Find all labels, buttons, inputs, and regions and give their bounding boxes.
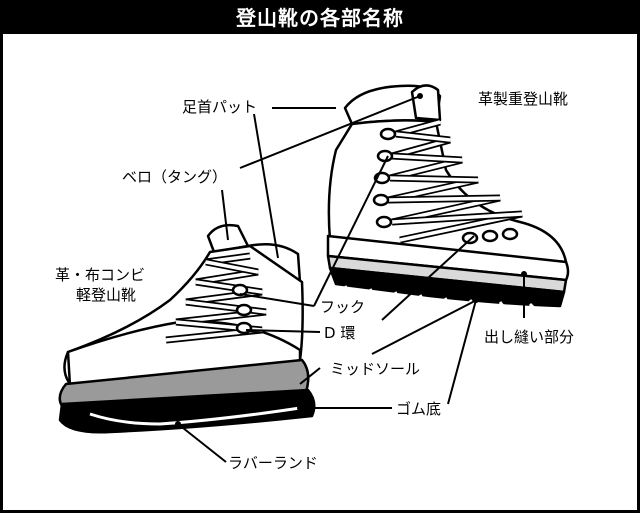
label-demi-sole: ミッドソール — [330, 360, 421, 378]
heavy-boot-tongue — [410, 84, 442, 122]
label-hook: フック — [320, 298, 366, 316]
leader-dots — [175, 93, 527, 427]
label-d-kan: D 環 — [324, 324, 356, 342]
leader-d-kan — [245, 329, 321, 333]
label-rubber-rand: ラバーランド — [228, 454, 318, 472]
heavy-boot-laces — [372, 118, 523, 245]
leader-bero-2 — [221, 189, 229, 241]
leader-ashikubi-pad-2 — [253, 113, 279, 259]
label-dashinui: 出し縫い部分 — [484, 328, 575, 346]
leader-bero — [239, 95, 421, 169]
label-ashikubi-pad: 足首パット — [182, 98, 258, 116]
leader-gomu-2 — [447, 299, 477, 405]
light-boot — [58, 223, 316, 434]
leader-d-kan-2 — [381, 235, 475, 321]
light-boot-laces — [165, 252, 267, 344]
leader-rubber-rand — [177, 423, 227, 463]
heavy-boot-outsole — [328, 266, 566, 308]
leader-hook — [239, 293, 315, 307]
leader-midsole — [299, 367, 321, 385]
label-kawa-nuno-line2: 軽登山靴 — [76, 286, 137, 304]
label-kawa-nuno-line1: 革・布コンビ — [55, 266, 146, 284]
label-gomu-soko: ゴム底 — [396, 400, 442, 418]
leader-hook-2 — [313, 155, 389, 307]
label-kawa-seijusantouka: 革製重登山靴 — [478, 90, 569, 108]
label-bero: ベロ（タング） — [122, 168, 228, 186]
page-title: 登山靴の各部名称 — [3, 3, 637, 34]
